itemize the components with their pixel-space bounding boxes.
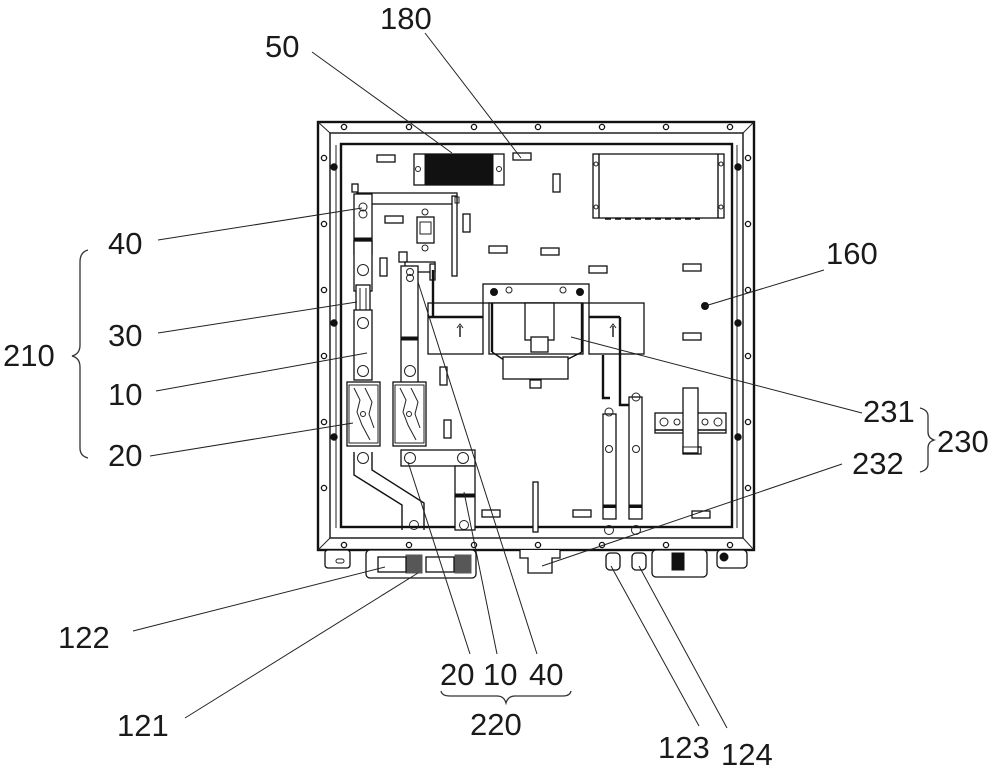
frame-bolt bbox=[320, 484, 328, 492]
component-231 bbox=[427, 270, 645, 389]
label-230: 230 bbox=[937, 424, 989, 459]
mounting-tab bbox=[540, 247, 560, 256]
frame-bolt bbox=[320, 220, 328, 228]
braces bbox=[71, 249, 937, 706]
brace-210 bbox=[71, 249, 89, 459]
frame-bolt bbox=[320, 352, 328, 360]
frame-bolts bbox=[320, 123, 752, 549]
frame-bolt bbox=[320, 286, 328, 294]
frame-bolt bbox=[340, 541, 348, 549]
frame-stud bbox=[330, 433, 338, 441]
label-180: 180 bbox=[380, 1, 432, 36]
label-40-bottom: 40 bbox=[529, 657, 563, 692]
label-160: 160 bbox=[826, 236, 878, 271]
mounting-tab bbox=[512, 152, 532, 161]
right-busbars bbox=[601, 317, 643, 535]
frame-stud bbox=[734, 433, 742, 441]
mounting-tab bbox=[572, 509, 592, 518]
frame-bolt bbox=[744, 352, 752, 360]
frame-bolt bbox=[320, 154, 328, 162]
busbar-assembly-220 bbox=[392, 251, 476, 531]
module-top-right bbox=[592, 153, 725, 220]
frame-bolt bbox=[744, 220, 752, 228]
label-123: 123 bbox=[658, 730, 710, 765]
frame-bolt bbox=[744, 286, 752, 294]
mounting-tab bbox=[488, 245, 508, 254]
label-220: 220 bbox=[470, 707, 522, 742]
mounting-tab bbox=[682, 332, 702, 341]
mounting-tab bbox=[682, 263, 702, 272]
label-122: 122 bbox=[58, 620, 110, 655]
bottom-exterior bbox=[324, 549, 748, 579]
frame-bolt bbox=[744, 484, 752, 492]
component-50-block bbox=[413, 153, 505, 186]
label-50: 50 bbox=[265, 29, 299, 64]
label-231: 231 bbox=[863, 394, 915, 429]
mounting-tab bbox=[462, 213, 471, 233]
frame-bolt bbox=[340, 123, 348, 131]
frame-stud bbox=[734, 319, 742, 327]
relay-top bbox=[416, 208, 435, 252]
label-10-left: 10 bbox=[108, 377, 142, 412]
frame-bolt bbox=[405, 541, 413, 549]
frame-bolt bbox=[662, 541, 670, 549]
mounting-tab bbox=[443, 419, 452, 439]
frame-bolt bbox=[726, 123, 734, 131]
frame-bolt bbox=[405, 123, 413, 131]
mounting-tab bbox=[439, 366, 448, 386]
mounting-tab bbox=[376, 154, 396, 163]
pipe-232 bbox=[532, 481, 539, 533]
frame-bolt bbox=[744, 418, 752, 426]
label-232: 232 bbox=[852, 446, 904, 481]
frame-bolt bbox=[534, 123, 542, 131]
label-40-top: 40 bbox=[108, 226, 142, 261]
label-20-bottom: 20 bbox=[440, 657, 474, 692]
brace-230 bbox=[919, 407, 937, 473]
label-30: 30 bbox=[108, 318, 142, 353]
mounting-tab bbox=[379, 257, 388, 277]
frame-stud bbox=[330, 163, 338, 171]
frame-bolt bbox=[598, 123, 606, 131]
frame-bolt bbox=[320, 418, 328, 426]
frame-bolt bbox=[726, 541, 734, 549]
frame-bolt bbox=[470, 123, 478, 131]
frame-bolt bbox=[662, 123, 670, 131]
label-210: 210 bbox=[3, 338, 55, 373]
frame-stud bbox=[330, 319, 338, 327]
label-121: 121 bbox=[117, 708, 169, 743]
frame-flange bbox=[329, 132, 744, 539]
frame-bolt bbox=[744, 154, 752, 162]
label-10-bottom: 10 bbox=[483, 657, 517, 692]
leader-lines bbox=[132, 32, 863, 729]
label-20-left: 20 bbox=[108, 438, 142, 473]
mounting-tab bbox=[552, 173, 561, 193]
brace-220 bbox=[440, 690, 572, 706]
frame-stud bbox=[734, 163, 742, 171]
reference-labels: 50 180 40 30 10 20 210 160 231 232 230 1… bbox=[3, 1, 989, 772]
mounting-tab bbox=[588, 265, 608, 274]
frame-bolt bbox=[534, 541, 542, 549]
mounting-tab bbox=[384, 215, 404, 224]
busbar-assembly-210 bbox=[346, 183, 460, 530]
din-rail bbox=[654, 387, 727, 454]
label-124: 124 bbox=[721, 737, 773, 772]
